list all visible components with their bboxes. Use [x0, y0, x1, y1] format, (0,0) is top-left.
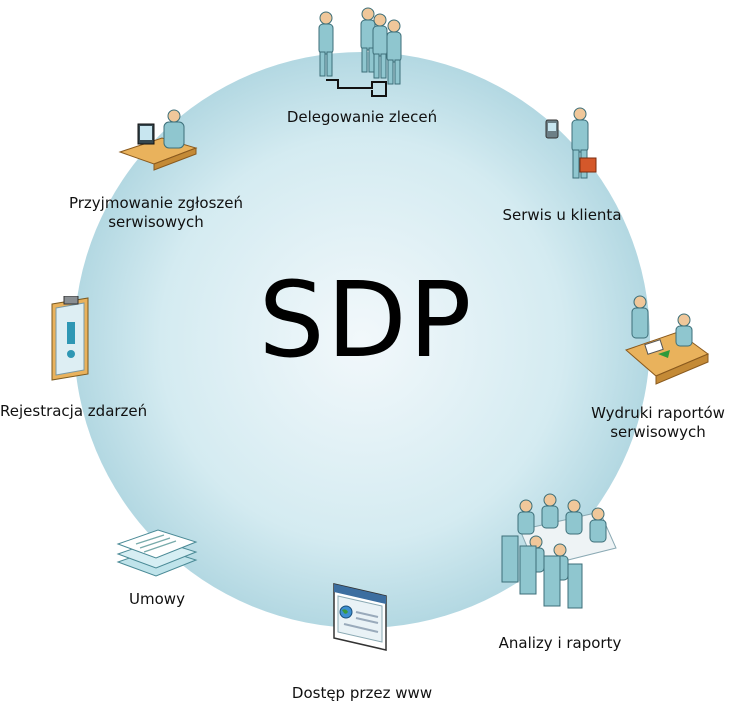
node-label-serwis: Serwis u klienta: [502, 206, 622, 224]
node-label-delegowanie: Delegowanie zleceń: [286, 108, 438, 126]
service-report-desk-icon: [618, 292, 712, 386]
node-label-umowy: Umowy: [129, 590, 185, 608]
node-label-rejestracja: Rejestracja zdarzeń: [0, 402, 148, 420]
center-title: SDP: [258, 259, 474, 381]
team-delegation-icon: [312, 4, 412, 104]
contract-documents-icon: [116, 518, 198, 580]
helpdesk-operator-icon: [118, 108, 198, 172]
field-technician-icon: [540, 104, 610, 186]
node-label-analizy: Analizy i raporty: [498, 634, 622, 652]
web-browser-icon: [330, 580, 392, 652]
node-label-dostep: Dostęp przez www: [291, 684, 433, 702]
alert-clipboard-icon: [50, 296, 92, 382]
meeting-room-icon: [500, 490, 620, 616]
